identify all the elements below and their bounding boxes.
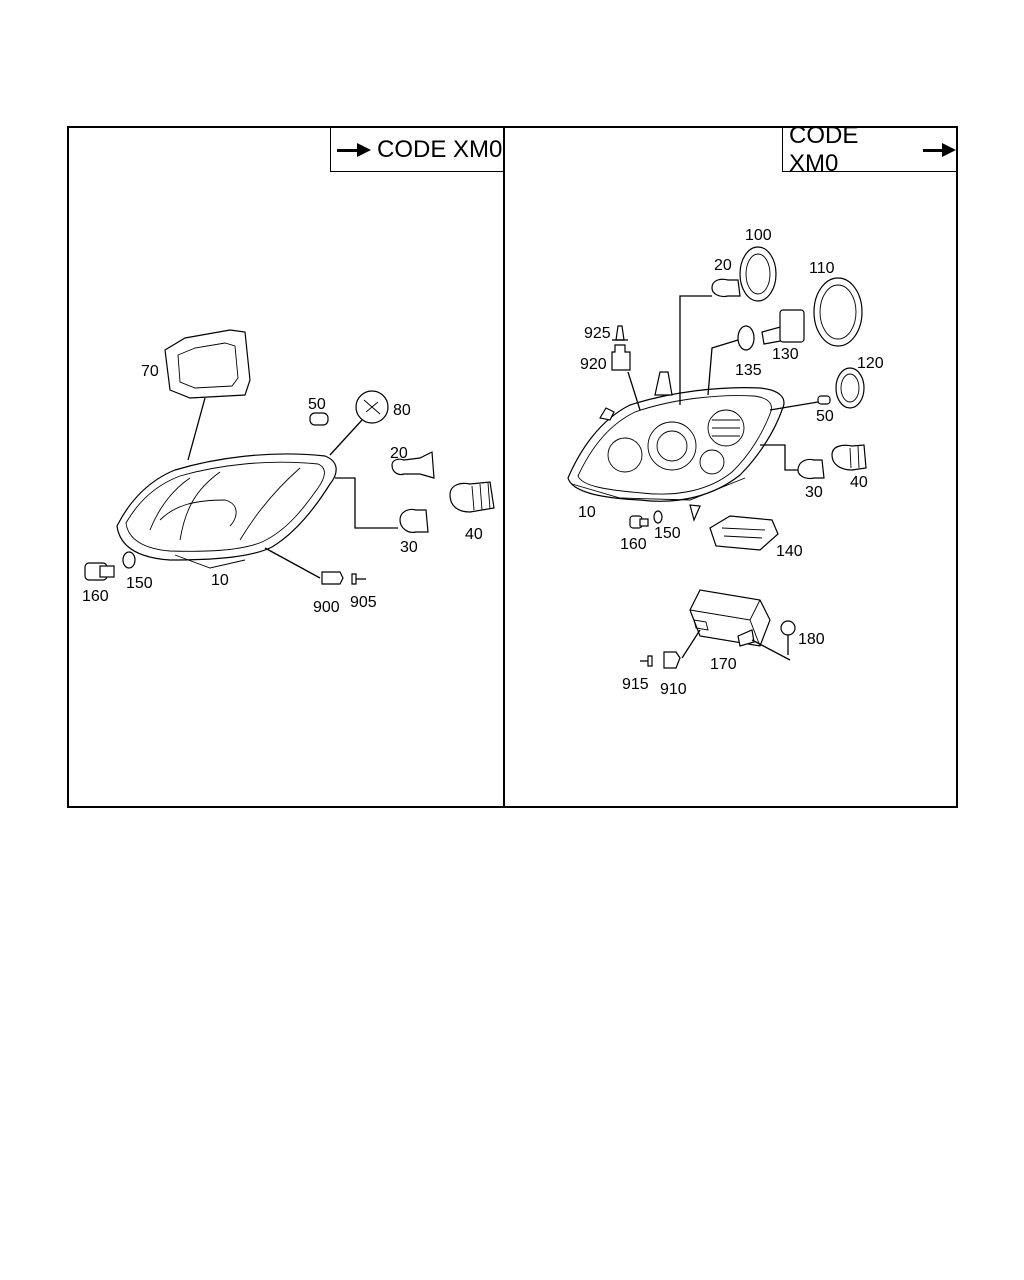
- callout-160: 160: [620, 536, 647, 553]
- code-box-right: CODE XM0: [782, 122, 957, 177]
- right-headlamp-assembly: [567, 246, 867, 669]
- callout-140: 140: [776, 543, 803, 560]
- callout-130: 130: [772, 346, 799, 363]
- callout-30: 30: [805, 484, 823, 501]
- callout-170: 170: [710, 656, 737, 673]
- callout-120: 120: [857, 355, 884, 372]
- arrow-right-icon: [337, 142, 371, 157]
- callout-915: 915: [622, 676, 649, 693]
- callout-925: 925: [584, 325, 611, 342]
- callout-135: 135: [735, 362, 762, 379]
- callout-180: 180: [798, 631, 825, 648]
- code-box-left: CODE XM0: [330, 128, 503, 172]
- right-callouts: 100 20 110 925 920 130 135 120 50 30 40 …: [578, 227, 884, 698]
- callout-160: 160: [82, 588, 109, 605]
- callout-80: 80: [393, 402, 411, 419]
- callout-50: 50: [816, 408, 834, 425]
- callout-100: 100: [745, 227, 772, 244]
- callout-20: 20: [390, 445, 408, 462]
- callout-910: 910: [660, 681, 687, 698]
- callout-150: 150: [126, 575, 153, 592]
- callout-920: 920: [580, 356, 607, 373]
- callout-110: 110: [809, 260, 835, 277]
- callout-20: 20: [714, 257, 732, 274]
- callout-40: 40: [465, 526, 483, 543]
- callout-30: 30: [400, 539, 418, 556]
- callout-10: 10: [578, 504, 596, 521]
- code-label-right: CODE XM0: [789, 121, 859, 177]
- panel-divider: [503, 128, 505, 806]
- callout-10: 10: [211, 572, 229, 589]
- left-headlamp-assembly: [84, 329, 495, 585]
- arrow-right-icon: [922, 142, 957, 157]
- callout-150: 150: [654, 525, 681, 542]
- callout-40: 40: [850, 474, 868, 491]
- callout-905: 905: [350, 594, 377, 611]
- callout-50: 50: [308, 396, 326, 413]
- callout-900: 900: [313, 599, 340, 616]
- code-label-left: CODE XM0: [377, 135, 503, 163]
- left-callouts: 70 50 80 20 30 40 160 150 10 900 905: [82, 363, 483, 616]
- callout-70: 70: [141, 363, 159, 380]
- diagram-frame: CODE XM0 CODE XM0: [67, 122, 958, 808]
